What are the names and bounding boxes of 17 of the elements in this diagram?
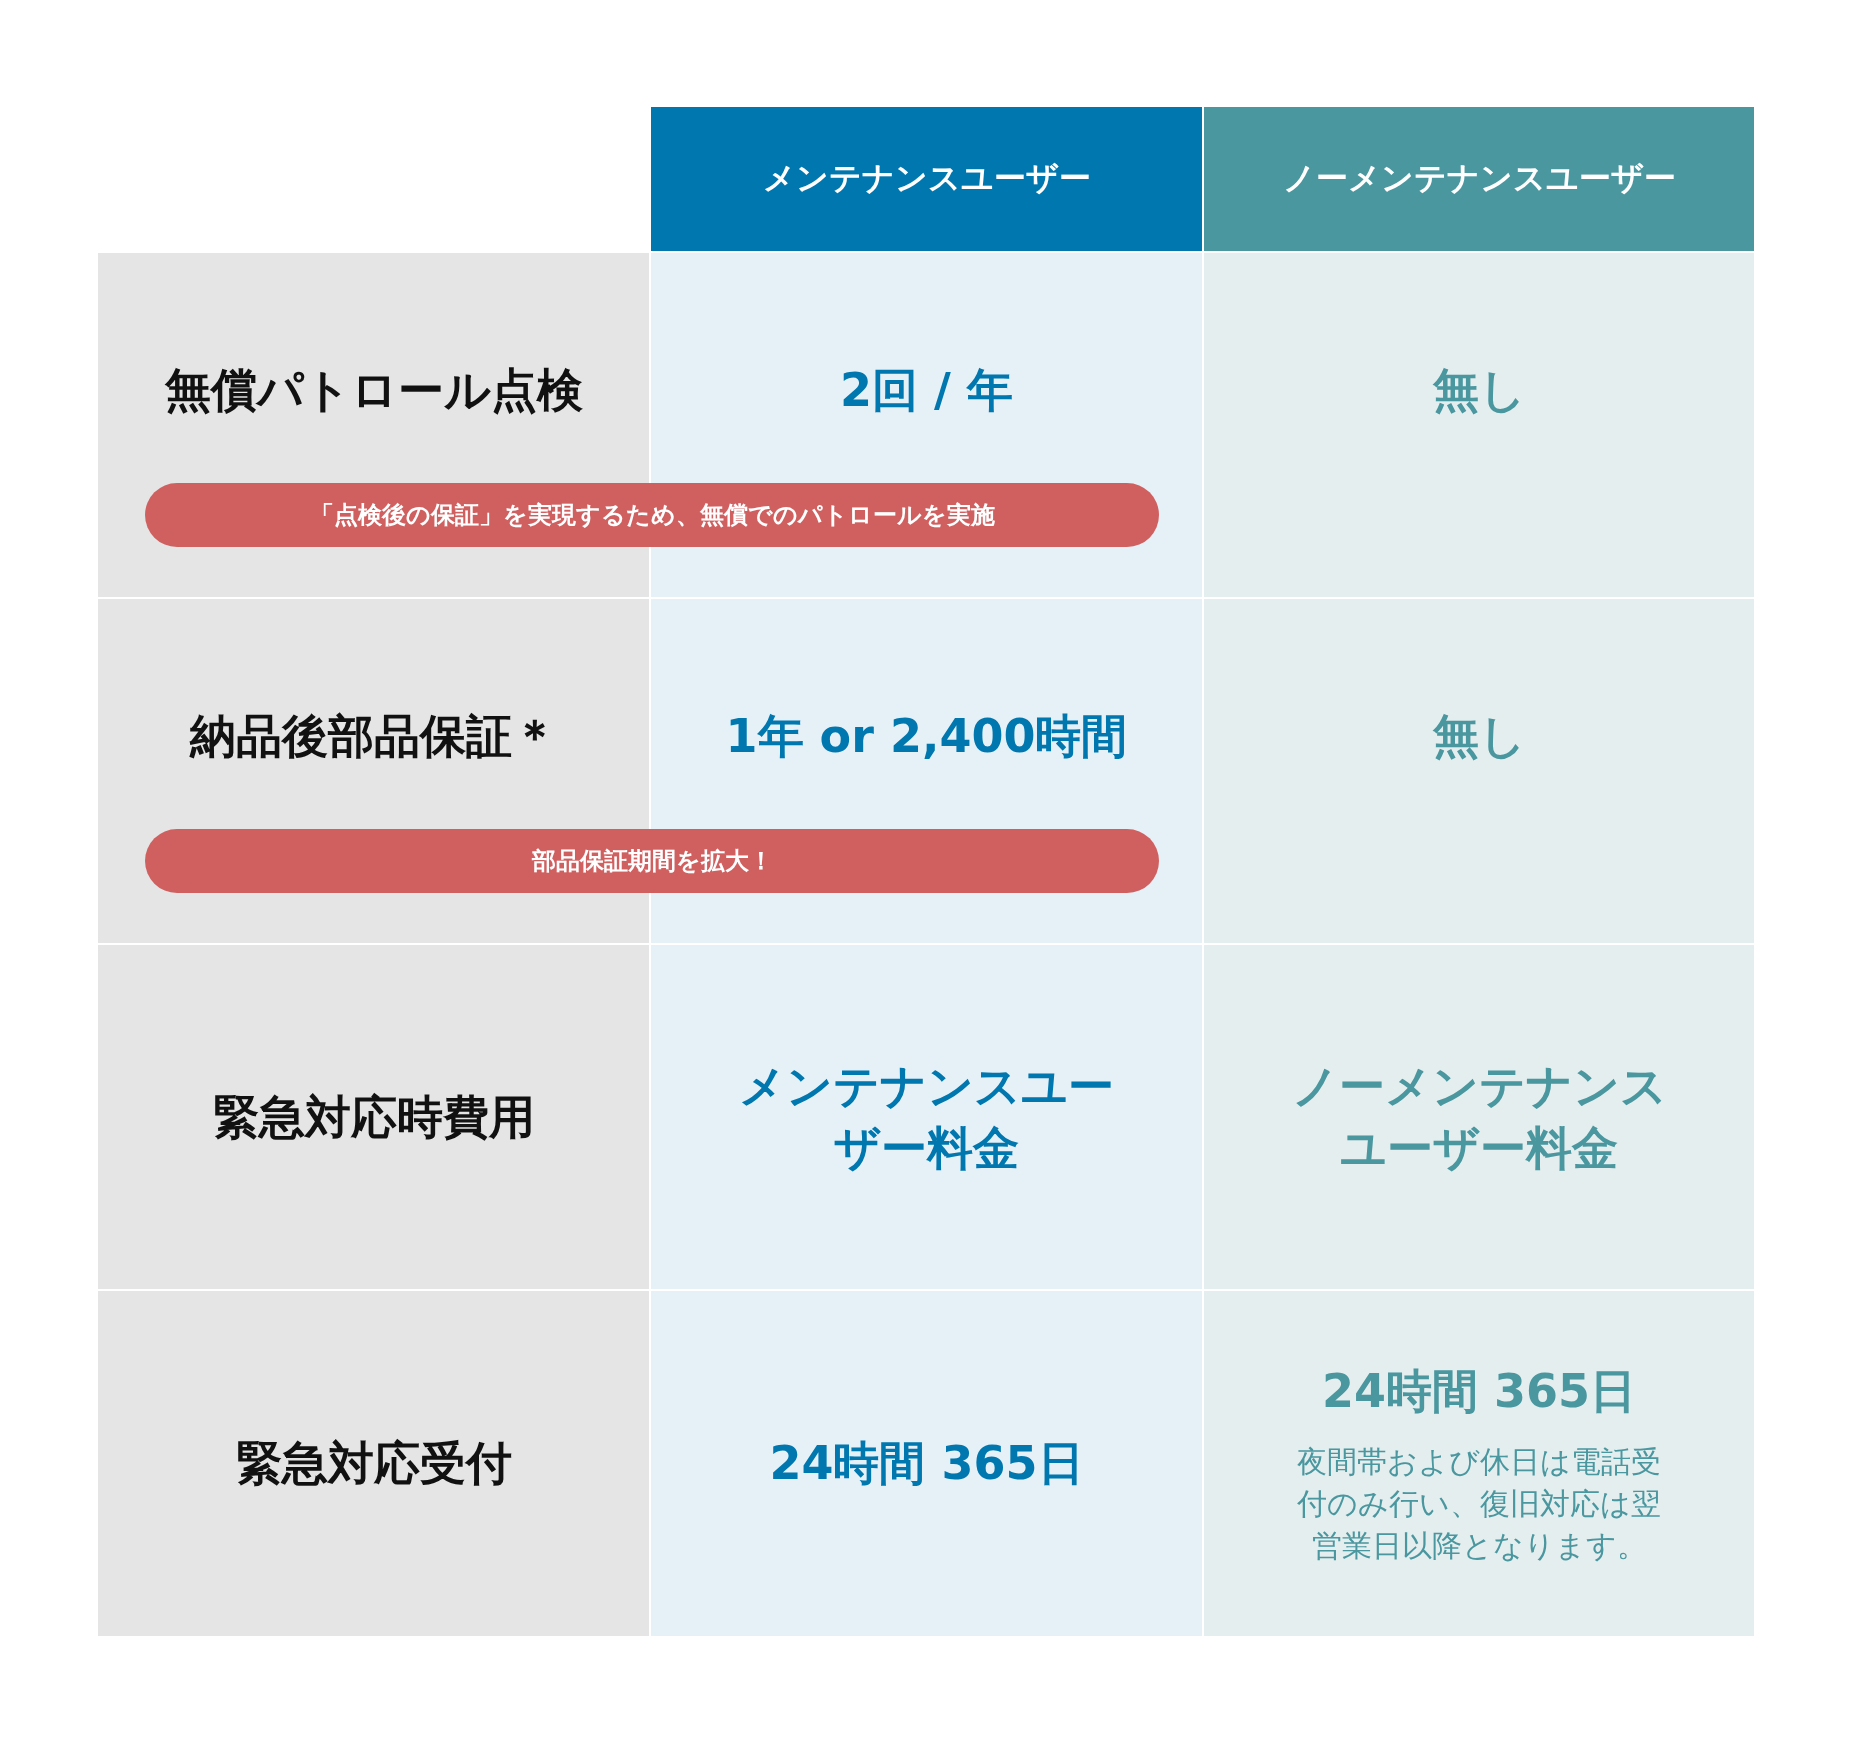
row-header: 納品後部品保証＊	[189, 707, 558, 765]
note-banner: 部品保証期間を拡大！	[145, 829, 1159, 893]
cell-value: 1年 or 2,400時間	[725, 707, 1128, 765]
cell-value: 無し	[1432, 361, 1526, 419]
cell-value: ノーメンテナンスユーザー料金	[1290, 1057, 1668, 1177]
cell-value: 無し	[1432, 707, 1526, 765]
cell-value: 24時間 365日	[769, 1435, 1084, 1493]
cell-value: メンテナンスユーザー料金	[738, 1057, 1115, 1177]
cell-value: 2回 / 年	[840, 361, 1013, 419]
note-banner: 「点検後の保証」を実現するため、無償でのパトロールを実施	[145, 483, 1159, 547]
column-header: ノーメンテナンスユーザー	[1282, 158, 1676, 200]
row-header: 緊急対応受付	[235, 1435, 512, 1493]
cell-value: 24時間 365日	[1321, 1363, 1637, 1421]
row-header: 緊急対応時費用	[212, 1088, 535, 1146]
note-text: 夜間帯および休日は電話受付のみ行い、復旧対応は翌営業日以降となります。	[1296, 1442, 1662, 1565]
column-header: メンテナンスユーザー	[762, 158, 1091, 200]
row-header: 無償パトロール点検	[164, 361, 583, 419]
